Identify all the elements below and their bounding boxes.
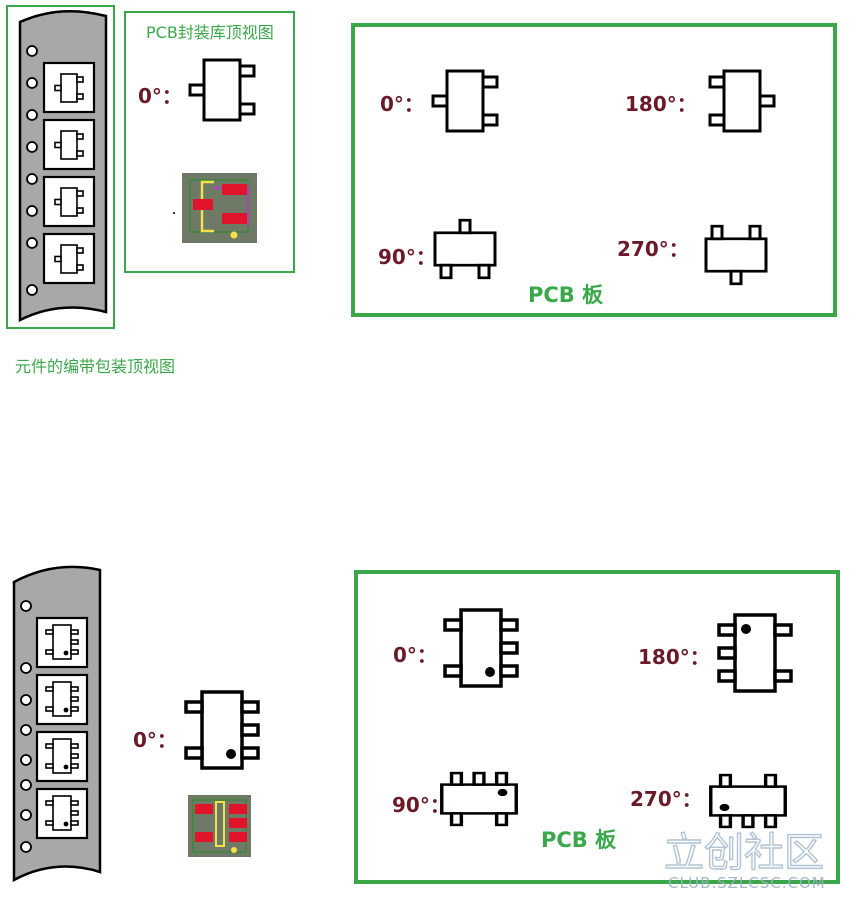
watermark-text: CLUB.SZLCSC.COM	[668, 874, 826, 892]
library-view-label: PCB封装库顶视图	[146, 23, 274, 42]
board-rotation-90-top: 90°：	[378, 245, 436, 269]
library-frame-top	[124, 11, 295, 273]
board-sot23-5-rot270	[709, 773, 787, 829]
board-sot23-5-rot0	[443, 608, 519, 688]
pcb-board-frame-bottom	[354, 570, 840, 884]
board-rotation-0-top: 0°：	[380, 92, 424, 116]
tape-view-label: 元件的编带包装顶视图	[15, 357, 176, 376]
board-sot23-5-rot180	[717, 613, 793, 693]
library-rotation-bottom: 0°：	[133, 728, 177, 752]
board-rotation-270-bottom: 270°：	[630, 787, 702, 811]
pcb-board-frame-top	[351, 23, 837, 317]
tape-frame-top	[6, 5, 115, 329]
library-rotation-top: 0°：	[138, 84, 182, 108]
board-rotation-270-top: 270°：	[617, 237, 689, 261]
board-rotation-180-bottom: 180°：	[638, 645, 710, 669]
board-sot23-rot90	[433, 218, 497, 280]
tape-pockets-top	[42, 61, 96, 285]
footprint-thumbnail-sot23	[173, 173, 257, 243]
sprocket-holes-bottom	[20, 600, 32, 853]
board-sot23-rot270	[704, 224, 768, 286]
board-sot23-rot0	[431, 69, 499, 133]
footprint-thumbnail-sot23-5	[188, 795, 251, 857]
pcb-board-label-bottom: PCB 板	[541, 828, 617, 852]
watermark: 立创社区 CLUB.SZLCSC.COM	[663, 829, 826, 892]
pcb-board-label-top: PCB 板	[528, 283, 604, 307]
library-symbol-sot23	[188, 58, 256, 122]
board-sot23-rot180	[708, 69, 776, 133]
watermark-logo: 立创社区	[664, 830, 824, 876]
board-sot23-5-rot90	[440, 771, 518, 827]
library-symbol-sot23-5	[184, 690, 260, 770]
board-rotation-180-top: 180°：	[625, 92, 697, 116]
board-rotation-0-bottom: 0°：	[393, 643, 437, 667]
sprocket-holes-top	[26, 45, 38, 296]
tape-pockets-bottom	[35, 616, 89, 840]
